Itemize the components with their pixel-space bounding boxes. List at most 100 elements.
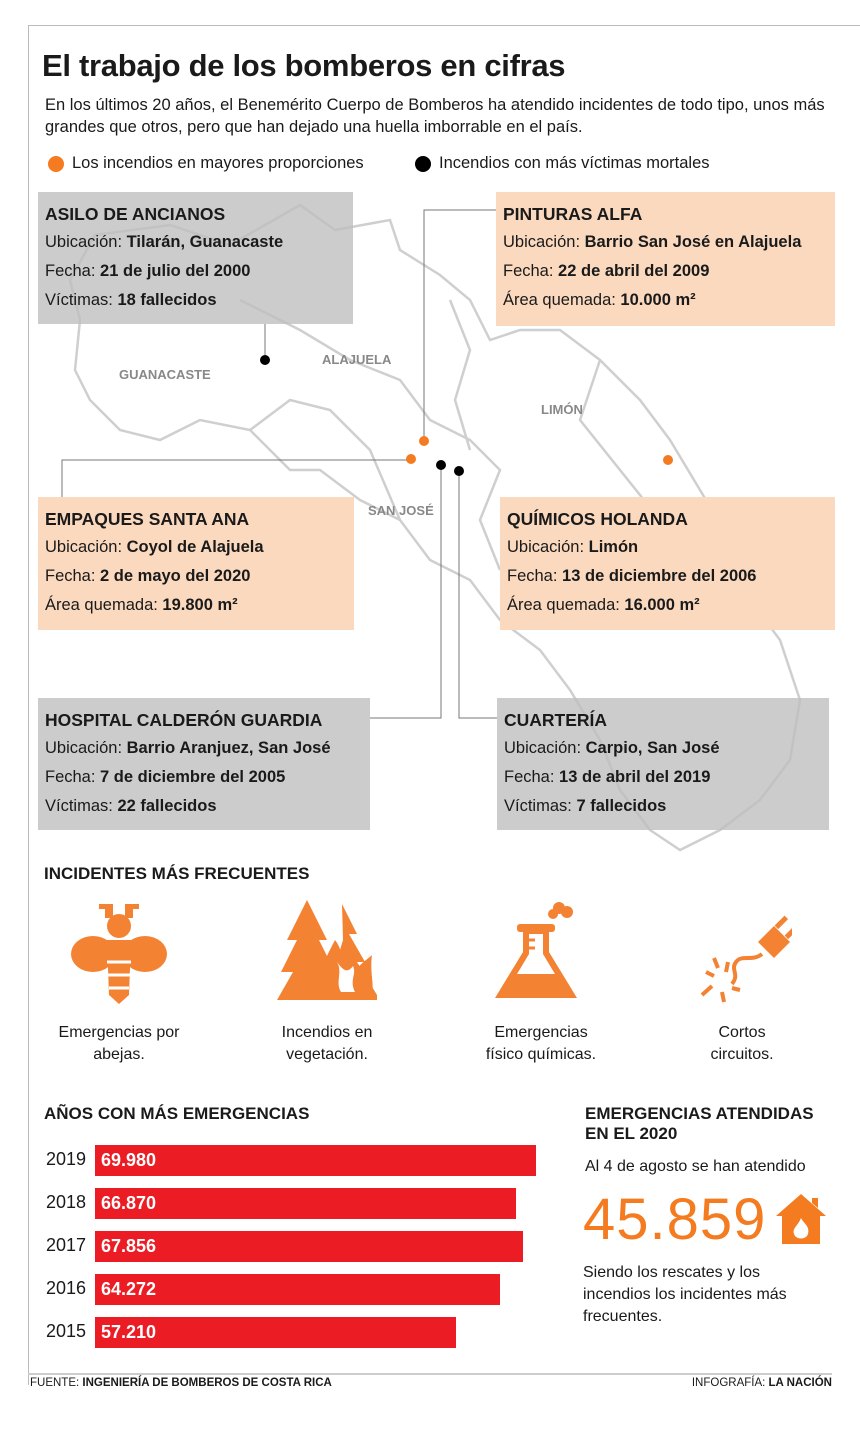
card-title: QUÍMICOS HOLANDA (507, 509, 688, 529)
field-label: Fecha: (504, 768, 555, 786)
frequent-label: Incendios en (281, 1024, 373, 1041)
page-title: El trabajo de los bomberos en cifras (42, 48, 566, 83)
frequent-label: Emergencias (494, 1024, 588, 1041)
frequent-item-chemical: Emergencias físico químicas. (451, 900, 631, 1066)
frequent-item-vegetation: Incendios en vegetación. (237, 900, 417, 1066)
frame-line (28, 25, 860, 26)
field-value: 21 de julio del 2000 (100, 262, 251, 280)
orange-dot-icon (48, 155, 64, 172)
footer-value: LA NACIÓN (768, 1377, 832, 1389)
field-label: Fecha: (503, 262, 554, 280)
marker-asilo[interactable] (260, 355, 270, 365)
frame-line (28, 1373, 832, 1375)
map-outline (68, 203, 802, 852)
card-title: PINTURAS ALFA (503, 204, 643, 224)
footer-value: INGENIERÍA DE BOMBEROS DE COSTA RICA (82, 1377, 332, 1389)
incident-card-empaques: EMPAQUES SANTA ANA Ubicación: Coyol de A… (38, 497, 354, 630)
frame-line (28, 25, 29, 1385)
footer-label: INFOGRAFÍA: (691, 1377, 766, 1389)
flask-icon (495, 902, 577, 998)
field-value: Limón (588, 538, 639, 556)
field-value: 7 fallecidos (576, 797, 667, 815)
bar-category-label: 2015 (46, 1321, 87, 1341)
marker-pinturas[interactable] (419, 436, 429, 446)
stats-number: 45.859 (583, 1187, 767, 1252)
plug-spark-icon (700, 915, 792, 1003)
bar-2015: 57.210 (95, 1317, 456, 1348)
field-value: 7 de diciembre del 2005 (100, 768, 286, 786)
intro-text: En los últimos 20 años, el Benemérito Cu… (45, 96, 825, 136)
frequent-label: vegetación. (286, 1046, 368, 1063)
legend-orange: Los incendios en mayores proporciones (48, 154, 364, 173)
stats-title-line: EN EL 2020 (585, 1124, 678, 1143)
incident-card-pinturas: PINTURAS ALFA Ubicación: Barrio San José… (496, 192, 835, 326)
frequent-label: físico químicas. (485, 1046, 597, 1063)
bar-2016: 64.272 (95, 1274, 501, 1305)
bar-2019: 69.980 (95, 1145, 536, 1176)
bar-value-label: 57.210 (101, 1322, 157, 1342)
chart-title: AÑOS CON MÁS EMERGENCIAS (44, 1104, 310, 1123)
incident-card-hospital: HOSPITAL CALDERÓN GUARDIA Ubicación: Bar… (38, 698, 370, 830)
bar-category-label: 2017 (46, 1235, 87, 1255)
field-value: Barrio San José en Alajuela (584, 233, 802, 251)
field-label: Ubicación: (45, 233, 123, 251)
incident-card-quimicos: QUÍMICOS HOLANDA Ubicación: Limón Fecha:… (500, 497, 835, 630)
bar-2018: 66.870 (95, 1188, 517, 1219)
incident-card-cuarteria: CUARTERÍA Ubicación: Carpio, San José Fe… (497, 698, 829, 830)
field-label: Ubicación: (504, 739, 582, 757)
map-label-guanacaste: GUANACASTE (119, 367, 211, 382)
map-label-alajuela: ALAJUELA (322, 352, 392, 367)
footer-source: FUENTE: INGENIERÍA DE BOMBEROS DE COSTA … (30, 1377, 332, 1389)
costa-rica-map (61, 203, 802, 852)
field-label: Área quemada: (507, 596, 620, 614)
field-value: 19.800 m² (162, 596, 238, 614)
incident-card-asilo: ASILO DE ANCIANOS Ubicación: Tilarán, Gu… (38, 192, 353, 324)
footer-label: FUENTE: (30, 1377, 80, 1389)
card-title: ASILO DE ANCIANOS (45, 204, 226, 224)
marker-quimicos[interactable] (663, 455, 673, 465)
legend-label: Los incendios en mayores proporciones (72, 154, 364, 172)
stats-description: Siendo los rescates y los incendios los … (583, 1264, 787, 1325)
field-label: Víctimas: (504, 797, 572, 815)
bar-category-label: 2019 (46, 1149, 87, 1169)
field-label: Ubicación: (45, 538, 123, 556)
field-value: Tilarán, Guanacaste (126, 233, 284, 251)
bar-value-label: 64.272 (101, 1279, 157, 1299)
field-value: 16.000 m² (624, 596, 700, 614)
bar-value-label: 67.856 (101, 1236, 157, 1256)
field-value: 10.000 m² (620, 291, 696, 309)
legend-label: Incendios con más víctimas mortales (439, 154, 710, 172)
field-label: Fecha: (507, 567, 558, 585)
frequent-label: circuitos. (710, 1046, 774, 1063)
stats-title-line: EMERGENCIAS ATENDIDAS (585, 1104, 814, 1123)
map-label-limon: LIMÓN (541, 402, 583, 417)
legend-black: Incendios con más víctimas mortales (415, 154, 710, 173)
field-label: Área quemada: (503, 291, 616, 309)
bar-2017: 67.856 (95, 1231, 523, 1262)
field-label: Ubicación: (507, 538, 585, 556)
bar-category-label: 2016 (46, 1278, 87, 1298)
stats-subtitle: Al 4 de agosto se han atendido (585, 1158, 806, 1175)
field-label: Víctimas: (45, 797, 113, 815)
bar-value-label: 69.980 (101, 1150, 157, 1170)
marker-cuarteria[interactable] (454, 466, 464, 476)
section-title-frequent: INCIDENTES MÁS FRECUENTES (44, 864, 310, 883)
marker-hospital[interactable] (436, 460, 446, 470)
connector-lines (61, 209, 497, 719)
field-value: 13 de diciembre del 2006 (562, 567, 757, 585)
bar-category-label: 2018 (46, 1192, 87, 1212)
marker-empaques[interactable] (406, 454, 416, 464)
field-label: Víctimas: (45, 291, 113, 309)
map-label-san-jose: SAN JOSÉ (368, 503, 434, 518)
card-title: CUARTERÍA (504, 710, 608, 730)
bee-icon (71, 904, 167, 1004)
bar-value-label: 66.870 (101, 1193, 157, 1213)
field-value: Carpio, San José (585, 739, 720, 757)
field-value: 18 fallecidos (117, 291, 217, 309)
field-value: 13 de abril del 2019 (559, 768, 711, 786)
forest-fire-icon (277, 900, 377, 1000)
field-label: Fecha: (45, 262, 96, 280)
field-label: Ubicación: (45, 739, 123, 757)
